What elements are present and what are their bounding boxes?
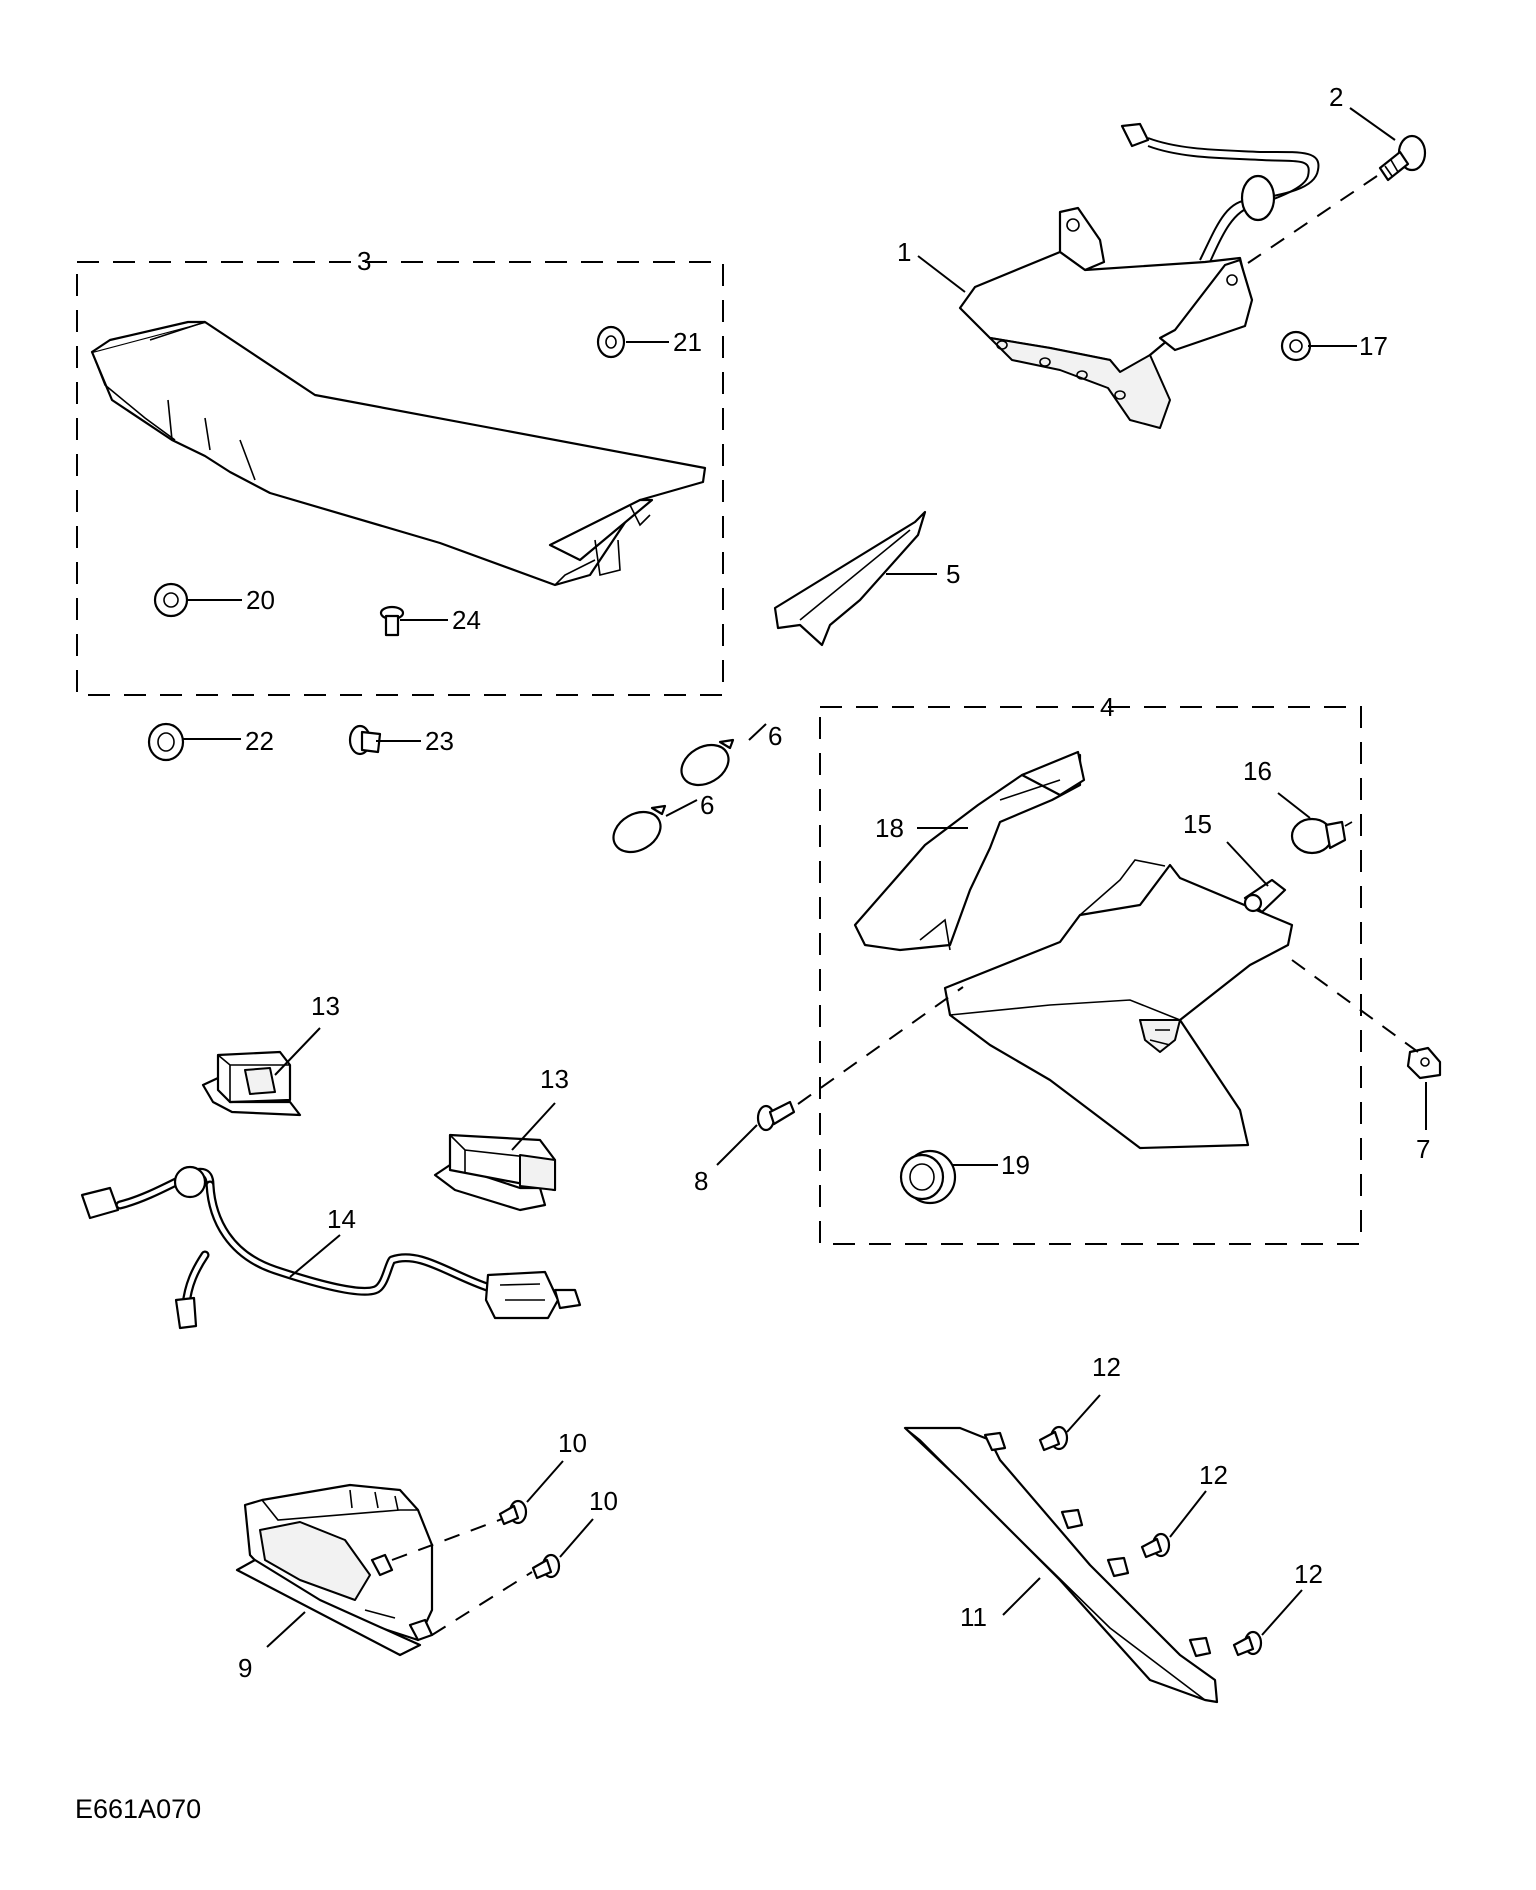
part-22-grommet — [147, 722, 185, 762]
label-part-11: 11 — [960, 1602, 987, 1632]
part-1-high-mount-stop-lamp — [958, 122, 1320, 429]
label-part-23: 23 — [425, 726, 454, 756]
part-20-grommet — [153, 582, 189, 618]
part-7-clip-nut — [1406, 1046, 1442, 1080]
label-part-7: 7 — [1416, 1134, 1430, 1164]
label-part-1: 1 — [897, 237, 911, 267]
label-part-16: 16 — [1243, 756, 1272, 786]
part-number-labels: 2 1 3 17 21 5 20 24 4 22 23 6 6 16 18 15… — [238, 82, 1430, 1683]
label-part-13-lower: 13 — [540, 1064, 569, 1094]
label-part-12-c: 12 — [1294, 1559, 1323, 1589]
assembly-4-group-box — [819, 706, 1362, 1245]
label-part-2: 2 — [1329, 82, 1343, 112]
label-part-8: 8 — [694, 1166, 708, 1196]
part-8-screw — [756, 1100, 796, 1132]
label-part-20: 20 — [246, 585, 275, 615]
part-9-installation-line-upper — [391, 1518, 503, 1561]
part-14-wiring-harness — [80, 1165, 582, 1330]
label-part-6-lower: 6 — [700, 790, 714, 820]
label-part-3: 3 — [357, 246, 371, 276]
part-24-bolt — [379, 605, 405, 637]
part-5-trim-piece — [773, 510, 927, 647]
part-13-licence-lamp-upper — [201, 1050, 302, 1117]
label-part-6-upper: 6 — [768, 721, 782, 751]
label-part-15: 15 — [1183, 809, 1212, 839]
label-part-18: 18 — [875, 813, 904, 843]
part-16-bulb-large — [1290, 817, 1353, 855]
label-part-14: 14 — [327, 1204, 356, 1234]
label-part-12-b: 12 — [1199, 1460, 1228, 1490]
part-11-lamp-bar — [903, 1426, 1219, 1704]
part-17-grommet — [1280, 330, 1312, 362]
part-10-screw-upper — [498, 1499, 528, 1526]
part-10-screw-lower — [531, 1553, 561, 1580]
part-6-clip-upper — [680, 738, 735, 787]
label-part-4: 4 — [1100, 692, 1114, 722]
label-part-5: 5 — [946, 559, 960, 589]
diagram-reference-caption: E661A070 — [75, 1794, 201, 1824]
part-13-licence-lamp-lower — [433, 1133, 557, 1212]
label-part-10-lower: 10 — [589, 1486, 618, 1516]
label-part-12-a: 12 — [1092, 1352, 1121, 1382]
part-18-trim-strip — [853, 750, 1086, 952]
part-2-screw — [1378, 134, 1427, 182]
label-part-10-upper: 10 — [558, 1428, 587, 1458]
label-part-17: 17 — [1359, 331, 1388, 361]
part-12-screw-c — [1232, 1630, 1263, 1657]
label-part-19: 19 — [1001, 1150, 1030, 1180]
part-3-rear-spoiler — [90, 320, 707, 587]
part-23-push-clip — [348, 724, 382, 756]
label-part-22: 22 — [245, 726, 274, 756]
leader-lines — [182, 107, 1427, 1648]
part-7-installation-line — [1291, 959, 1419, 1053]
part-12-screw-a — [1038, 1425, 1069, 1452]
part-9-installation-line-lower — [431, 1571, 533, 1636]
part-4-lamp-housing-trim — [943, 859, 1294, 1150]
part-21-washer — [596, 325, 626, 359]
label-part-24: 24 — [452, 605, 481, 635]
part-19-grommet — [899, 1149, 957, 1205]
part-12-screw-b — [1140, 1532, 1171, 1559]
label-part-13-upper: 13 — [311, 991, 340, 1021]
part-6-clip-lower — [612, 804, 667, 854]
label-part-21: 21 — [673, 327, 702, 357]
part-8-installation-line — [797, 986, 964, 1105]
part-15-bulb-small — [1243, 878, 1287, 914]
part-9-boot-release-handle — [235, 1483, 434, 1657]
label-part-9: 9 — [238, 1653, 252, 1683]
